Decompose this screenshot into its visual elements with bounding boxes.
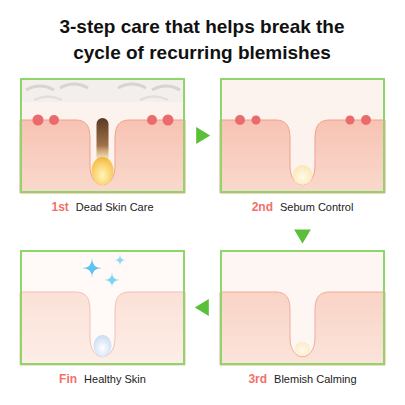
- step-name: Blemish Calming: [274, 373, 357, 385]
- step-name: Sebum Control: [280, 201, 353, 213]
- step-label: 2nd Sebum Control: [212, 197, 393, 215]
- step-panel: FinHealthy Skin: [20, 250, 185, 365]
- step-name: Healthy Skin: [84, 373, 146, 385]
- flow-arrow: [195, 299, 209, 316]
- step-panel: 3rdBlemish Calming: [220, 250, 385, 365]
- step-panel: 2ndSebum Control: [220, 78, 385, 193]
- diagram-title: 3-step care that helps break the cycle o…: [37, 14, 367, 66]
- flow-arrow: [294, 229, 311, 243]
- step-label: 3rd Blemish Calming: [212, 369, 393, 387]
- step-name: Dead Skin Care: [76, 201, 154, 213]
- step-label: 1st Dead Skin Care: [12, 197, 193, 215]
- step-number: 3rd: [248, 372, 267, 386]
- flow-arrow: [196, 127, 210, 144]
- step-number: 1st: [52, 200, 69, 214]
- step-label: Fin Healthy Skin: [12, 369, 193, 387]
- step-panel: 1stDead Skin Care: [20, 78, 185, 193]
- step-number: Fin: [59, 372, 77, 386]
- step-number: 2nd: [252, 200, 273, 214]
